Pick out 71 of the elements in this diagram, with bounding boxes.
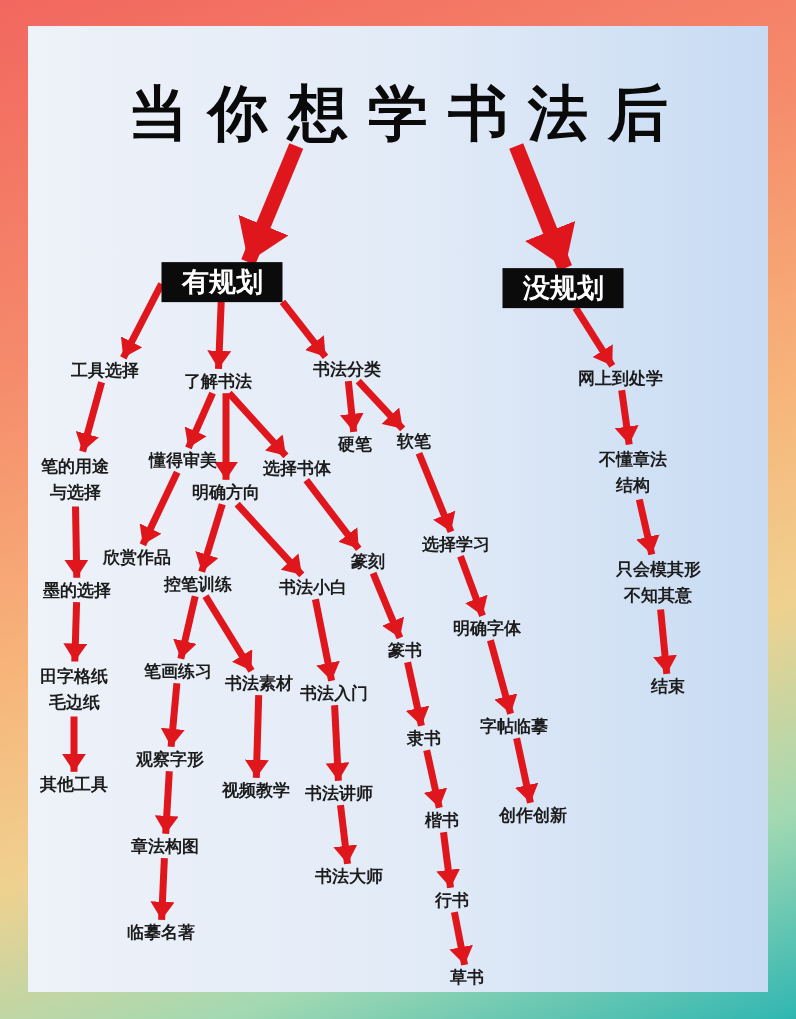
step-label: 其他工具 <box>38 771 110 797</box>
step-label: 篆刻 <box>349 548 387 574</box>
step-label: 篆书 <box>386 637 424 663</box>
step-label: 软笔 <box>395 428 433 454</box>
step-label: 书法分类 <box>311 356 383 382</box>
step-label: 硬笔 <box>336 431 374 457</box>
arrow <box>635 498 660 556</box>
arrow <box>404 661 430 727</box>
step-label: 隶书 <box>405 725 443 751</box>
step-label: 临摹名著 <box>125 919 197 945</box>
step-label: 书法入门 <box>298 680 370 706</box>
step-label: 田字格纸毛边纸 <box>37 661 111 717</box>
step-label: 不懂章法结构 <box>596 444 670 500</box>
step-label: 明确方向 <box>190 479 262 505</box>
step-label: 选择学习 <box>420 531 492 557</box>
step-label: 明确字体 <box>451 615 523 641</box>
step-label: 章法构图 <box>129 833 201 859</box>
arrow <box>369 571 405 640</box>
arrow <box>487 639 518 715</box>
arrow <box>572 306 616 368</box>
arrow <box>339 380 364 433</box>
step-label: 视频教学 <box>220 777 292 803</box>
arrow <box>311 598 340 682</box>
arrow <box>202 594 255 673</box>
step-label: 工具选择 <box>69 357 141 383</box>
step-label: 书法素材 <box>223 670 295 696</box>
step-label: 欣赏作品 <box>101 544 173 570</box>
arrow <box>436 831 461 889</box>
category-box: 没规划 <box>502 268 624 308</box>
arrow <box>513 737 539 804</box>
arrow <box>355 378 406 432</box>
step-label: 选择书体 <box>261 455 333 481</box>
arrow <box>449 911 473 966</box>
step-label: 行书 <box>433 887 471 913</box>
step-label: 了解书法 <box>182 368 254 394</box>
step-label: 网上到处学 <box>575 365 665 391</box>
step-label: 字帖临摹 <box>478 713 550 739</box>
step-label: 结束 <box>649 673 687 699</box>
arrow <box>509 143 576 271</box>
step-label: 观察字形 <box>134 746 206 772</box>
arrow <box>195 503 226 573</box>
step-label: 只会模其形不知其意 <box>613 554 703 610</box>
arrow <box>415 451 456 534</box>
arrow <box>423 749 448 809</box>
step-label: 书法大师 <box>313 863 385 889</box>
arrow <box>139 470 181 547</box>
step-label: 创作创新 <box>497 802 569 828</box>
arrow <box>238 143 304 265</box>
step-label: 书法讲师 <box>303 780 375 806</box>
arrow <box>234 501 305 578</box>
arrow <box>614 389 639 445</box>
arrow <box>184 391 216 450</box>
arrow <box>303 478 362 551</box>
step-label: 楷书 <box>423 807 461 833</box>
arrow <box>653 609 677 675</box>
step-label: 墨的选择 <box>41 577 113 603</box>
category-box: 有规划 <box>161 262 283 302</box>
step-label: 笔的用途与选择 <box>38 451 112 507</box>
arrow <box>160 682 185 748</box>
step-label: 笔画练习 <box>142 658 214 684</box>
title: 当你想学书法后 <box>108 80 688 146</box>
step-label: 书法小白 <box>277 574 349 600</box>
arrow <box>75 381 105 453</box>
arrow <box>333 804 358 865</box>
arrow <box>226 390 289 459</box>
step-label: 草书 <box>448 964 486 990</box>
step-label: 控笔训练 <box>162 571 234 597</box>
arrow <box>173 595 199 660</box>
step-label: 懂得审美 <box>147 447 219 473</box>
arrow <box>457 555 488 617</box>
arrow <box>279 299 329 359</box>
